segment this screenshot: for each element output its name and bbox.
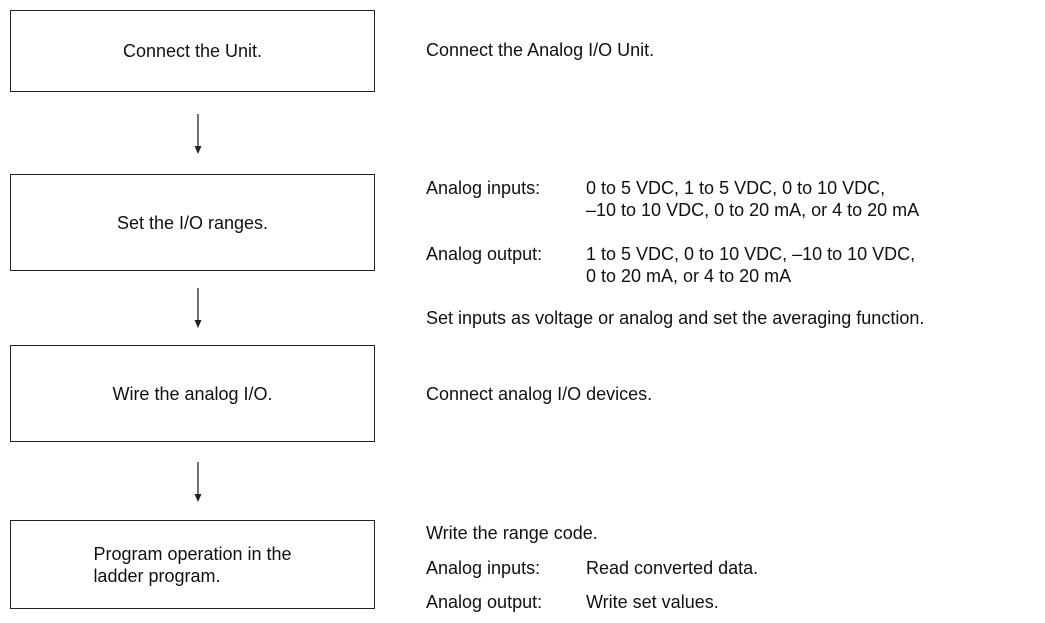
step-label: Wire the analog I/O. <box>112 383 273 404</box>
analog-output-value-line2: 0 to 20 mA, or 4 to 20 mA <box>586 266 792 286</box>
set-inputs-note: Set inputs as voltage or analog and set … <box>426 308 925 328</box>
analog-inputs-ranges: Analog inputs: 0 to 5 VDC, 1 to 5 VDC, 0… <box>426 177 919 221</box>
analog-inputs-program: Analog inputs: Read converted data. <box>426 557 758 579</box>
analog-output-program: Analog output: Write set values. <box>426 591 719 613</box>
step-box-connect-unit: Connect the Unit. <box>10 10 375 92</box>
step-box-wire-analog-io: Wire the analog I/O. <box>10 345 375 442</box>
analog-inputs-label: Analog inputs: <box>426 178 541 198</box>
step-label-line1: Program operation in the <box>93 543 292 564</box>
analog-output-label: Analog output: <box>426 592 543 612</box>
step-label-line2: ladder program. <box>93 565 221 586</box>
step-box-program-operation: Program operation in the ladder program. <box>10 520 375 609</box>
step-label: Set the I/O ranges. <box>116 212 269 233</box>
write-range-code: Write the range code. <box>426 523 598 543</box>
analog-inputs-value-line1: 0 to 5 VDC, 1 to 5 VDC, 0 to 10 VDC, <box>586 178 886 198</box>
step-description: Connect analog I/O devices. <box>426 384 653 404</box>
analog-output-label: Analog output: <box>426 244 543 264</box>
step-label: Program operation in the ladder program. <box>93 543 291 587</box>
analog-inputs-label: Analog inputs: <box>426 558 541 578</box>
analog-output-ranges: Analog output: 1 to 5 VDC, 0 to 10 VDC, … <box>426 243 915 287</box>
step-label: Connect the Unit. <box>122 41 263 61</box>
analog-output-value: Write set values. <box>586 592 719 612</box>
step-box-set-io-ranges: Set the I/O ranges. <box>10 174 375 271</box>
analog-output-value-line1: 1 to 5 VDC, 0 to 10 VDC, –10 to 10 VDC, <box>586 244 916 264</box>
analog-inputs-value: Read converted data. <box>586 558 759 578</box>
flow-arrow-2 <box>194 288 202 328</box>
step-description: Connect the Analog I/O Unit. <box>426 40 655 60</box>
flow-arrow-1 <box>194 114 202 154</box>
analog-inputs-value-line2: –10 to 10 VDC, 0 to 20 mA, or 4 to 20 mA <box>586 200 920 220</box>
flow-arrow-3 <box>194 462 202 502</box>
